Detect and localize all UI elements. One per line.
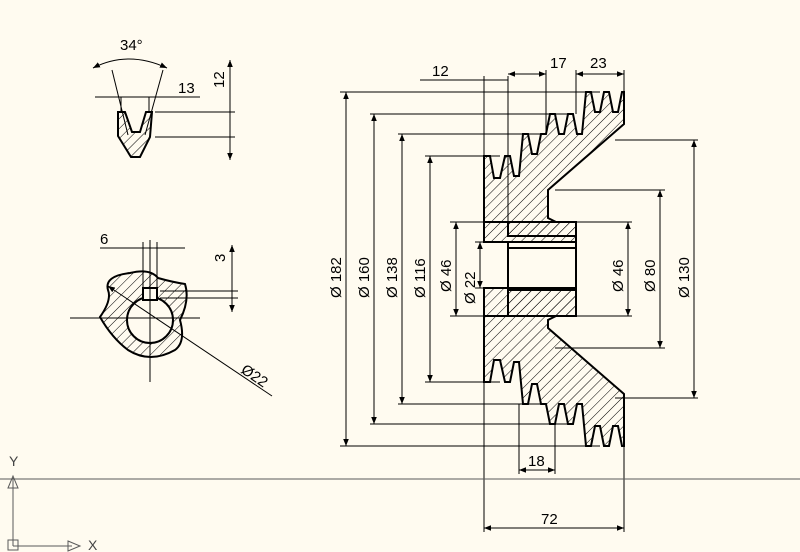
keyway-detail: 6 3 Ø22 [70,231,273,397]
pulley-top-half [483,91,625,237]
groove-profile [117,111,154,158]
pulley-bottom-half [483,289,625,447]
angle-dimension-arc [92,58,168,69]
y-axis-label: Y [9,453,19,469]
width-dimension-text: 13 [178,80,195,97]
rim-step-text: 23 [590,55,607,72]
groove-detail: 34° 13 12 [92,37,235,160]
x-axis-label: X [88,537,98,552]
overall-width-text: 72 [541,511,558,528]
diameter-46-right-text: Ø 46 [610,259,627,292]
hub-step-text: 12 [432,63,449,80]
diameter-22-text: Ø 22 [462,271,479,304]
top-groove-pitch-text: 17 [550,55,567,72]
diameter-116-text: Ø 116 [412,258,429,298]
hub-band-bottom [483,287,577,317]
depth-dimension-text: 12 [211,71,228,88]
key-width-text: 6 [100,231,108,248]
diameter-80-text: Ø 80 [642,259,659,292]
pulley-section: Ø 182 Ø 160 Ø 138 Ø 116 Ø 46 Ø 22 Ø 46 Ø… [328,55,698,532]
diameter-46-left-text: Ø 46 [438,259,455,292]
diameter-138-text: Ø 138 [384,257,401,298]
diameter-130-text: Ø 130 [676,257,693,298]
ucs-icon: Y X [0,453,800,552]
key-depth-text: 3 [212,254,229,262]
hub-band-top [483,221,577,243]
diameter-160-text: Ø 160 [356,257,373,298]
angle-dimension-text: 34° [120,37,143,54]
bore [507,241,577,289]
bore-diameter-text: Ø22 [238,361,271,391]
bottom-groove-pitch-text: 18 [528,453,545,470]
diameter-182-text: Ø 182 [328,257,345,298]
